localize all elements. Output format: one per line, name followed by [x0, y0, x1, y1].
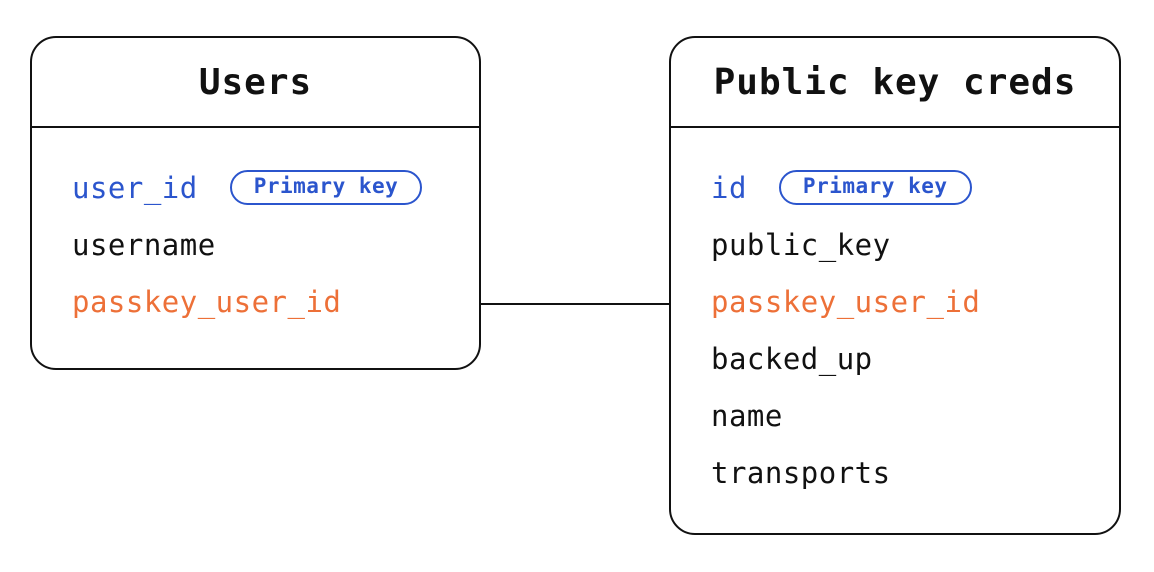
field-name: id — [711, 170, 747, 205]
primary-key-badge: Primary key — [778, 170, 972, 205]
field-row-passkey_user_id: passkey_user_id — [72, 273, 455, 330]
primary-key-badge: Primary key — [229, 170, 423, 205]
field-name: transports — [711, 455, 891, 490]
field-name: username — [72, 227, 216, 262]
table-users: Users user_id Primary key username passkey_… — [30, 36, 481, 370]
field-name: backed_up — [711, 341, 873, 376]
field-name: name — [711, 398, 783, 433]
table-public-key-creds: Public key creds id Primary key public_key… — [669, 36, 1121, 535]
field-name: passkey_user_id — [72, 284, 342, 319]
field-row-passkey_user_id: passkey_user_id — [711, 273, 1095, 330]
table-title: Users — [198, 61, 313, 103]
field-row-user_id: user_id Primary key — [72, 159, 455, 216]
table-title: Public key creds — [713, 61, 1077, 103]
field-row-transports: transports — [711, 444, 1095, 501]
field-row-name: name — [711, 387, 1095, 444]
field-name: user_id — [72, 170, 198, 205]
field-row-public_key: public_key — [711, 216, 1095, 273]
table-users-header: Users — [32, 38, 479, 128]
field-row-id: id Primary key — [711, 159, 1095, 216]
relationship-line — [479, 303, 670, 305]
table-users-fields: user_id Primary key username passkey_user_i… — [32, 128, 479, 330]
field-row-username: username — [72, 216, 455, 273]
field-name: public_key — [711, 227, 891, 262]
field-row-backed_up: backed_up — [711, 330, 1095, 387]
table-public-key-creds-header: Public key creds — [671, 38, 1119, 128]
field-name: passkey_user_id — [711, 284, 981, 319]
